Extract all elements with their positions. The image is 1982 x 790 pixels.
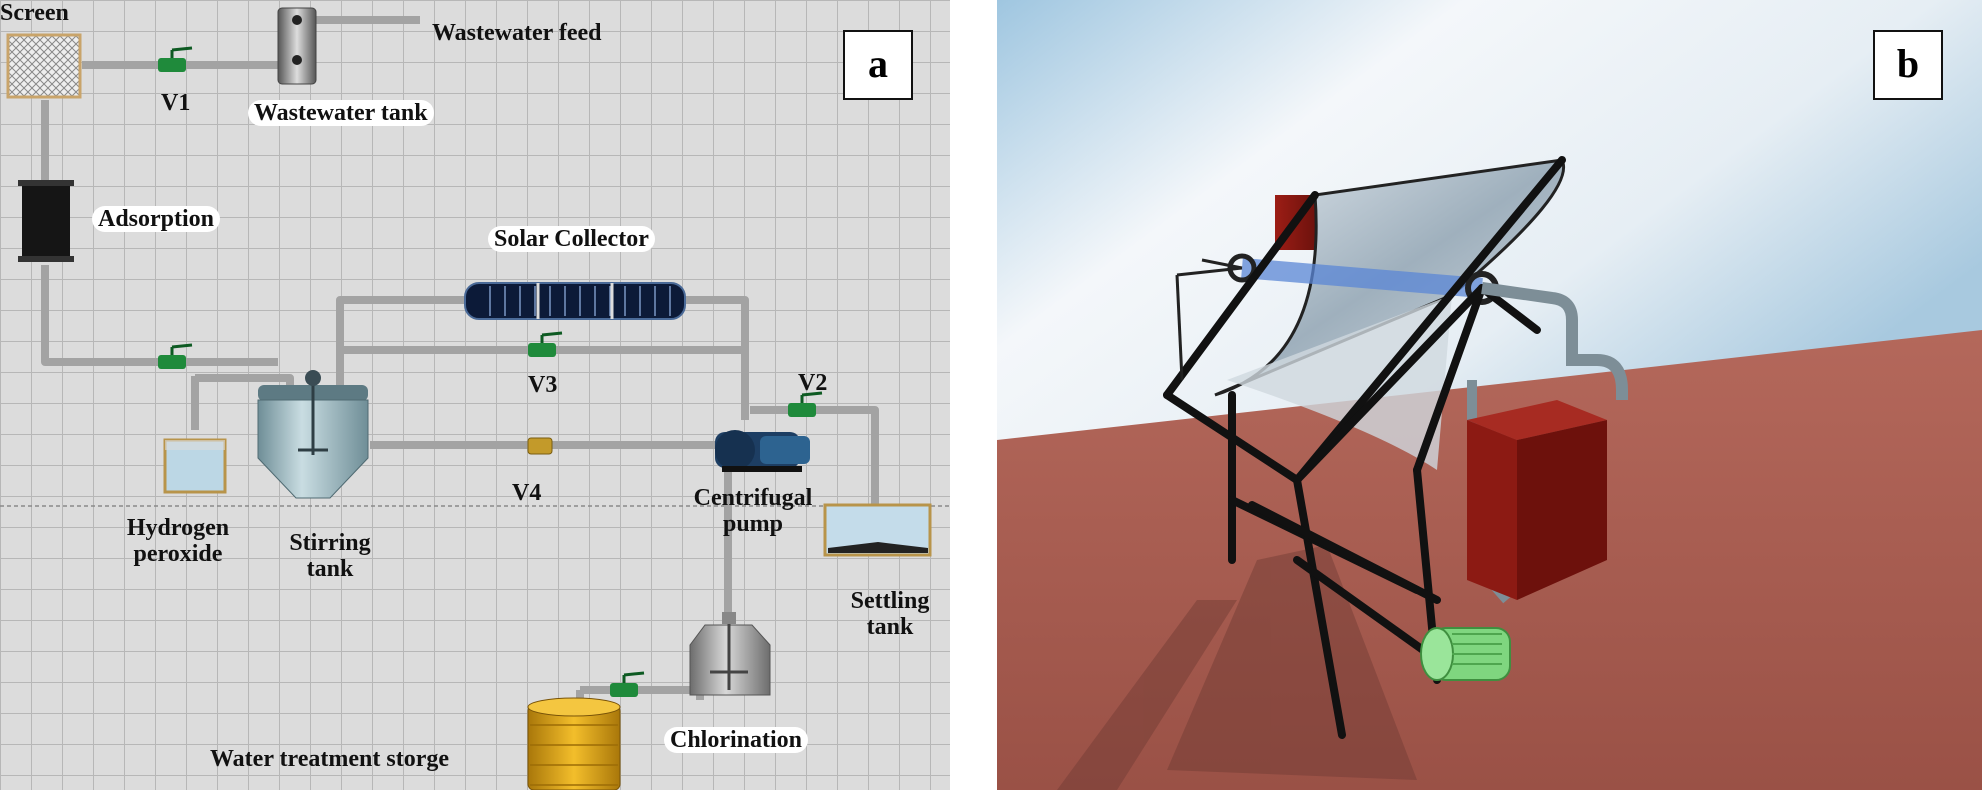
pipe-chlor-to-storage <box>580 686 704 700</box>
receiver-tube <box>1241 258 1483 298</box>
label-v3: V3 <box>528 372 558 398</box>
label-settling-tank-line1: Settling <box>850 588 930 614</box>
solar-collector-3d-render: b <box>997 0 1982 790</box>
pipe-stir-to-solar <box>336 296 470 390</box>
valve-v1-symbol <box>158 46 193 72</box>
pipe-solar-return <box>680 296 749 420</box>
label-hydrogen-peroxide-line1: Hydrogen <box>126 515 230 541</box>
panel-tag-b: b <box>1873 30 1943 100</box>
panel-tag-a: a <box>843 30 913 100</box>
water-storage-tank <box>527 697 621 790</box>
valve-v4-symbol <box>527 437 553 455</box>
settling-tank <box>823 503 932 557</box>
process-flow-diagram: a Screen Wastewater feed V1 Wastewater t… <box>0 0 950 790</box>
label-centrifugal-pump-line2: pump <box>722 511 784 537</box>
green-pump <box>1420 627 1511 681</box>
label-settling-tank-line2: tank <box>866 614 914 640</box>
label-settling-tank: Settling tank <box>830 588 950 640</box>
chlorination-tank <box>689 612 771 696</box>
large-red-tank <box>1467 400 1607 600</box>
stirring-tank <box>257 370 369 499</box>
pipe-adsorption-to-stir <box>41 265 278 366</box>
label-centrifugal-pump: Centrifugal pump <box>683 485 823 537</box>
wastewater-tank <box>277 7 317 85</box>
label-stirring-tank: Stirring tank <box>275 530 385 582</box>
valve-chlor-symbol <box>610 671 645 697</box>
label-v4: V4 <box>512 480 542 506</box>
trough-surface <box>1227 295 1452 470</box>
hydrogen-peroxide-container <box>163 438 227 494</box>
label-chlorination: Chlorination <box>664 727 809 753</box>
label-wastewater-feed: Wastewater feed <box>432 20 602 46</box>
valve-inlet-symbol <box>158 343 193 369</box>
thin-frame <box>1175 258 1243 381</box>
label-hydrogen-peroxide: Hydrogen peroxide <box>108 515 248 567</box>
valve-v2-symbol <box>788 391 823 417</box>
label-v2: V2 <box>798 370 828 396</box>
label-water-treatment-storage: Water treatment storge <box>210 746 450 772</box>
label-solar-collector: Solar Collector <box>488 226 655 252</box>
label-centrifugal-pump-line1: Centrifugal <box>693 485 813 511</box>
riser-pipe <box>1481 282 1628 400</box>
valve-v3-symbol <box>528 331 563 357</box>
label-stirring-tank-line2: tank <box>306 556 354 582</box>
centrifugal-pump <box>715 430 810 472</box>
support-frame <box>1163 156 1566 739</box>
label-wastewater-tank: Wastewater tank <box>248 100 434 126</box>
label-hydrogen-peroxide-line2: peroxide <box>133 541 223 567</box>
label-screen: Screen <box>0 0 69 26</box>
solar-collector-unit <box>464 282 686 320</box>
label-stirring-tank-line1: Stirring <box>289 530 371 556</box>
render-drawing <box>997 0 1982 790</box>
label-adsorption: Adsorption <box>92 206 221 232</box>
label-v1: V1 <box>161 90 191 116</box>
diagram-drawing <box>0 7 950 790</box>
adsorption-column <box>18 180 74 262</box>
screen-unit <box>6 33 82 99</box>
shadows <box>1057 545 1417 790</box>
